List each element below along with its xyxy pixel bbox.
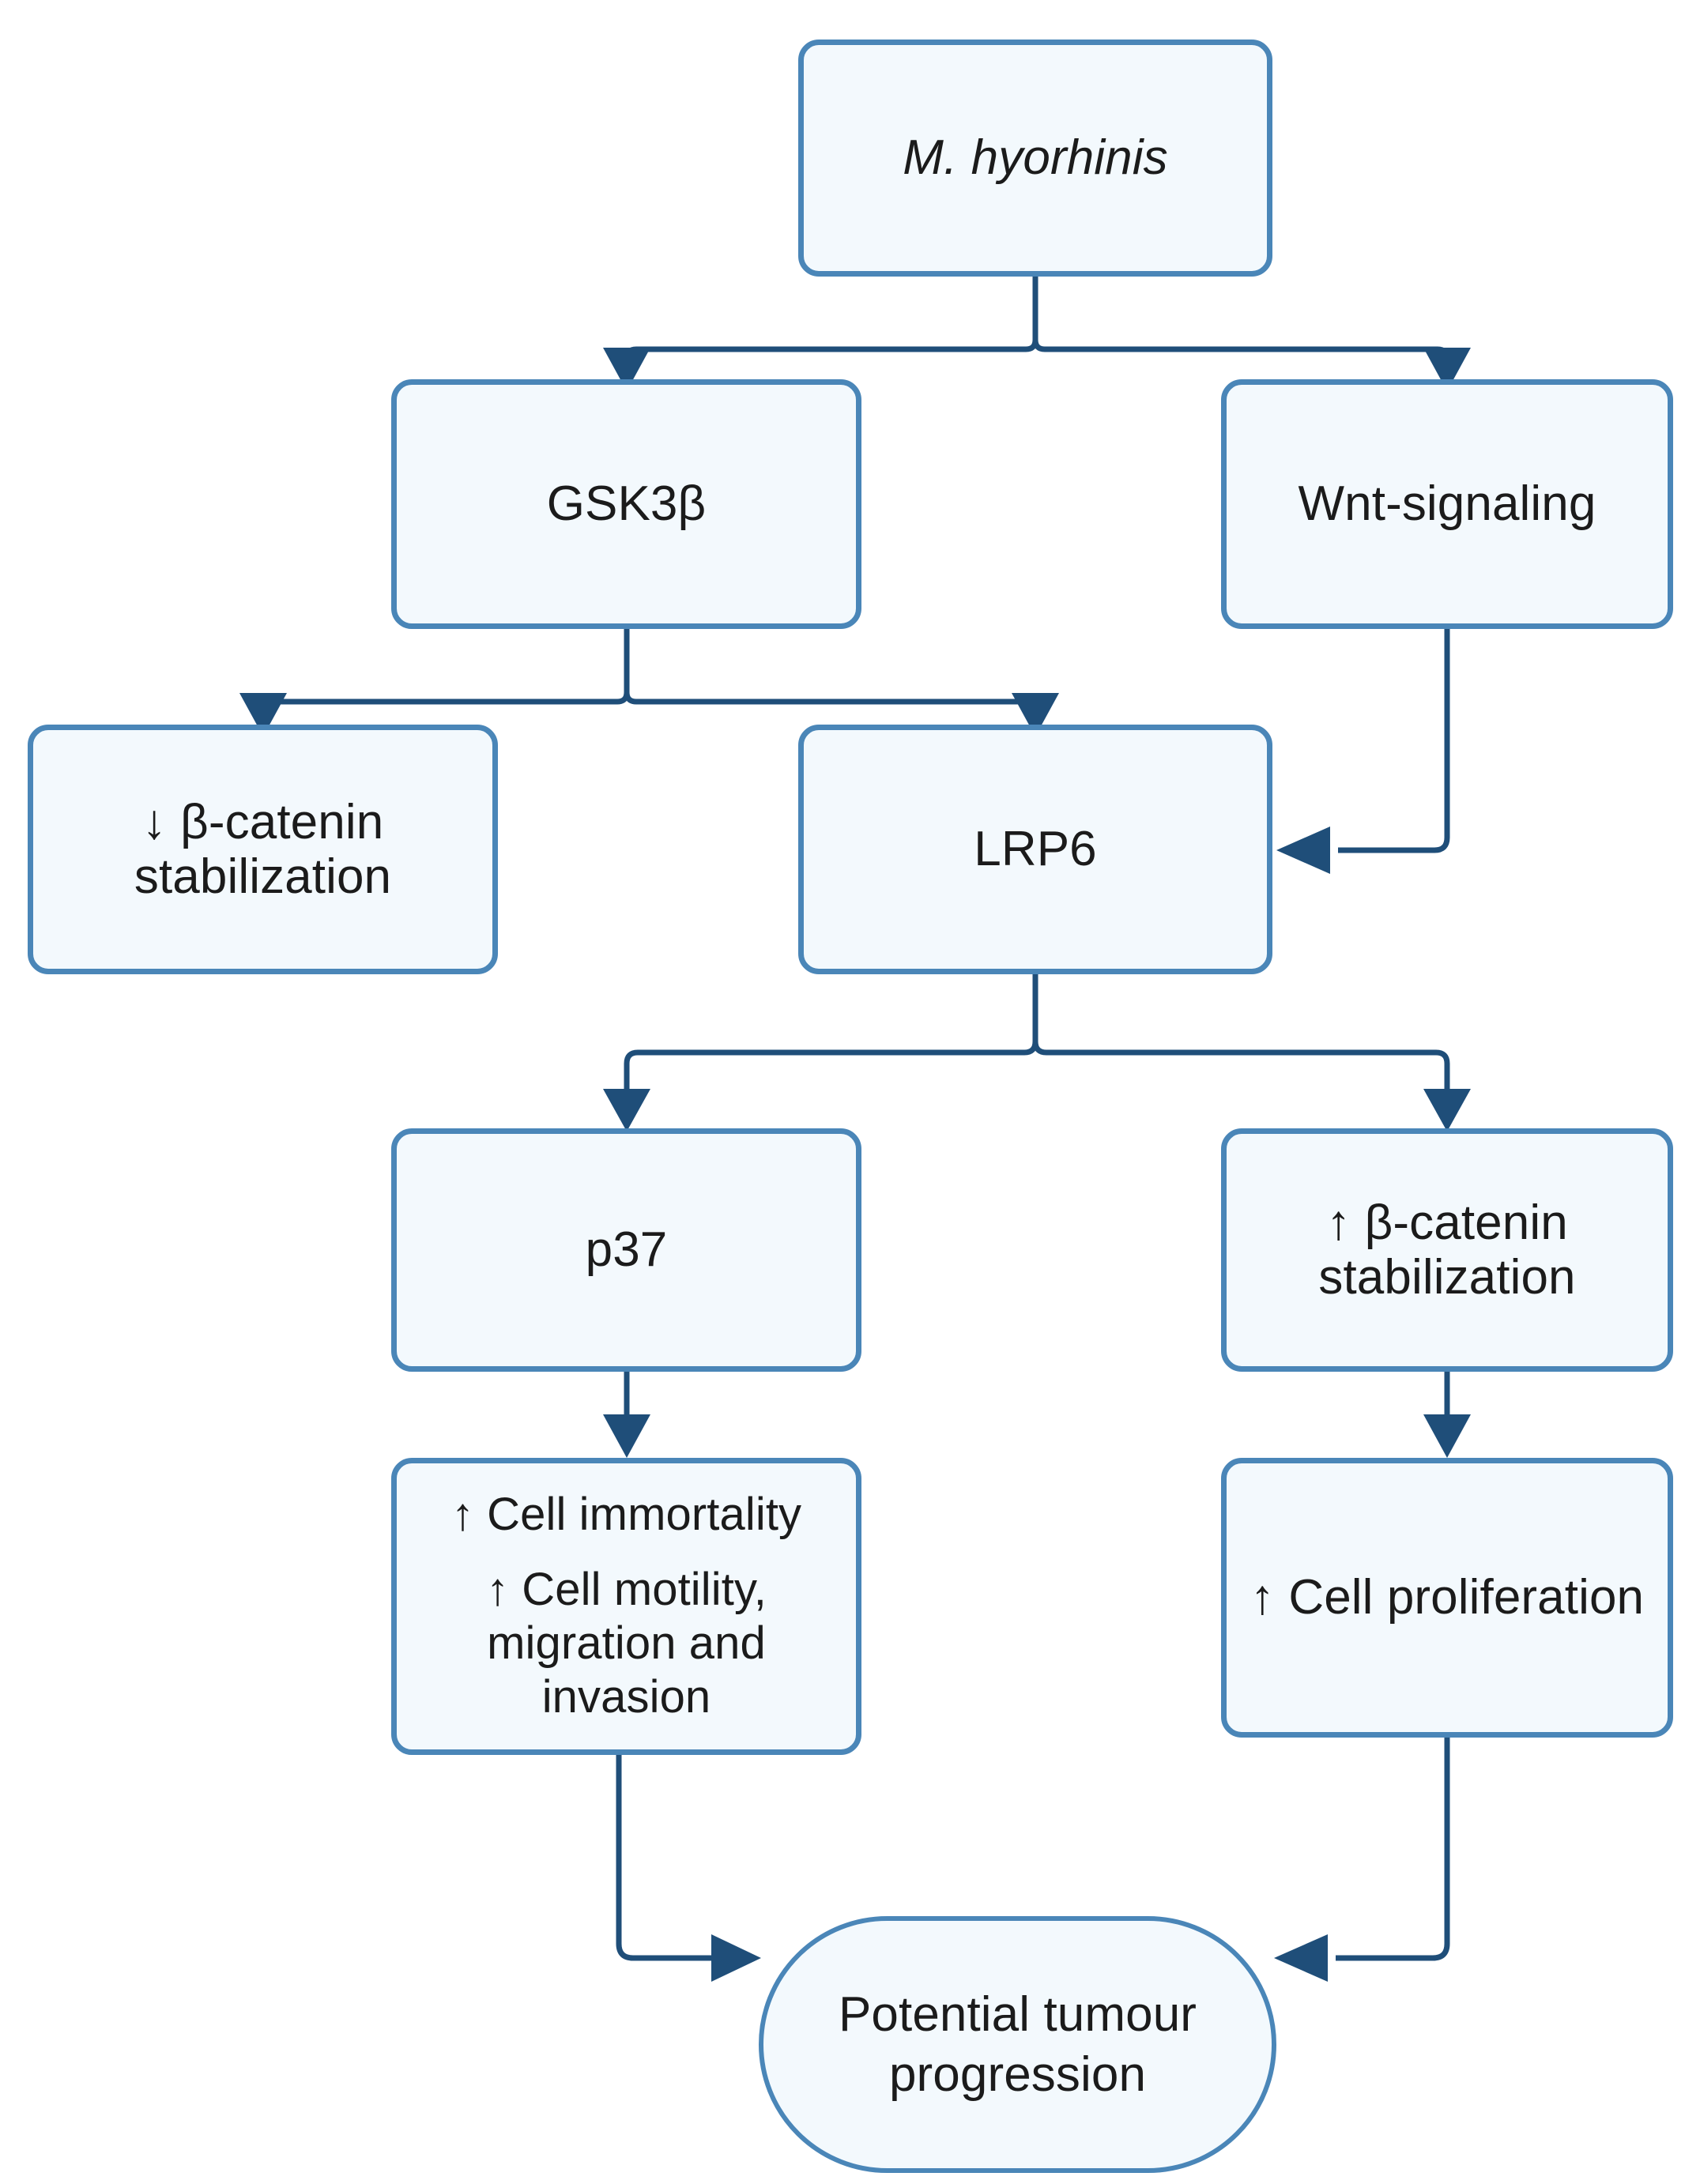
node-cell-proliferation[interactable]: ↑ Cell proliferation	[1221, 1458, 1673, 1738]
node-p37[interactable]: p37	[391, 1128, 861, 1372]
node-beta-catenin-decrease-label: ↓ β-catenin stabilization	[33, 795, 492, 905]
tumour-line2: progression	[888, 2047, 1147, 2102]
node-gsk3b-label: GSK3β	[546, 476, 707, 532]
beta-catenin-decrease-line1: ↓ β-catenin	[141, 794, 384, 849]
paragraph-gap	[411, 1542, 842, 1563]
edge-p37-immortality	[603, 1372, 650, 1458]
node-potential-tumour-progression-label: Potential tumour progression	[763, 1985, 1272, 2104]
edge-bcatup-proliferation	[1423, 1372, 1471, 1458]
edge-proliferation-tumour	[1274, 1738, 1450, 1982]
node-wnt-signaling[interactable]: Wnt-signaling	[1221, 379, 1673, 629]
node-cell-immortality-motility[interactable]: ↑ Cell immortality ↑ Cell motility, migr…	[391, 1458, 861, 1755]
node-beta-catenin-increase[interactable]: ↑ β-catenin stabilization	[1221, 1128, 1673, 1372]
node-cell-immortality-motility-label: ↑ Cell immortality ↑ Cell motility, migr…	[397, 1488, 856, 1725]
node-cell-proliferation-label: ↑ Cell proliferation	[1250, 1570, 1645, 1625]
cell-motility-line3: invasion	[541, 1671, 711, 1723]
cell-motility-line2: migration and	[487, 1617, 766, 1669]
node-wnt-signaling-label: Wnt-signaling	[1298, 476, 1596, 532]
beta-catenin-decrease-line2: stabilization	[134, 849, 392, 904]
cell-motility-line1: ↑ Cell motility,	[485, 1563, 767, 1615]
node-p37-label: p37	[585, 1222, 668, 1278]
edge-mhyorhinis-split	[603, 277, 1471, 391]
beta-catenin-increase-line1: ↑ β-catenin	[1326, 1195, 1568, 1250]
node-m-hyorhinis[interactable]: M. hyorhinis	[798, 40, 1272, 277]
edge-lrp6-split	[603, 974, 1471, 1132]
node-potential-tumour-progression[interactable]: Potential tumour progression	[759, 1916, 1276, 2173]
node-m-hyorhinis-label: M. hyorhinis	[903, 130, 1168, 186]
node-lrp6-label: LRP6	[974, 822, 1097, 877]
tumour-line1: Potential tumour	[838, 1986, 1197, 2042]
node-beta-catenin-decrease[interactable]: ↓ β-catenin stabilization	[28, 725, 498, 974]
node-beta-catenin-increase-label: ↑ β-catenin stabilization	[1227, 1196, 1668, 1305]
edge-immortality-tumour	[616, 1755, 761, 1982]
node-gsk3b[interactable]: GSK3β	[391, 379, 861, 629]
beta-catenin-increase-line2: stabilization	[1318, 1250, 1576, 1305]
edge-wnt-lrp6	[1276, 629, 1450, 874]
edge-gsk3b-split	[239, 629, 1059, 736]
node-lrp6[interactable]: LRP6	[798, 725, 1272, 974]
cell-immortality-line: ↑ Cell immortality	[450, 1489, 802, 1541]
